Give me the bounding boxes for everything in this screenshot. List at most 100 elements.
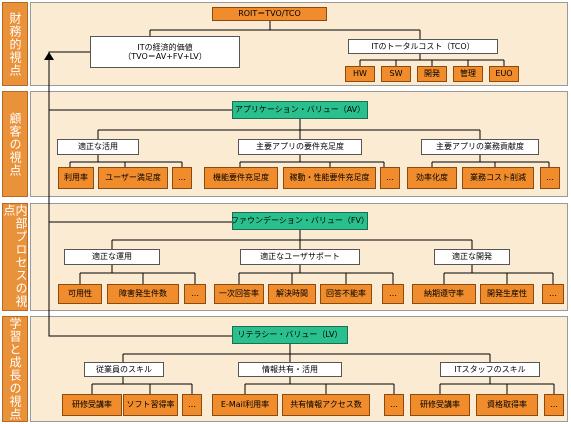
process-item: …	[542, 284, 564, 304]
customer-item: ユーザー満足度	[98, 167, 168, 189]
customer-group-3-label: 主要アプリの業務貢献度	[436, 142, 524, 152]
learning-item: …	[182, 394, 202, 416]
process-item-label: 解決時間	[276, 289, 308, 299]
learning-item-label: 資格取得率	[487, 400, 527, 410]
learning-item-label: …	[188, 400, 196, 410]
customer-item-label: 業務コスト削減	[470, 173, 526, 183]
learning-item: ソフト習得率	[123, 394, 178, 416]
customer-item-label: 利用率	[64, 173, 88, 183]
process-group-1-label: 適正な運用	[92, 252, 132, 262]
learning-group-1: 従業員のスキル	[84, 362, 164, 377]
learning-item: 研修受講率	[62, 394, 122, 416]
cost-hw: HW	[345, 66, 375, 82]
roit-box: ROIT＝TVO/TCO	[212, 7, 327, 21]
learning-item-label: 研修受講率	[420, 400, 460, 410]
sidebar-customer: 顧客の視点	[2, 91, 28, 197]
sidebar-learning: 学習と成長の視点	[2, 316, 28, 422]
fv-box: ファウンデーション・バリュー（FV）	[231, 212, 369, 230]
customer-item-label: 稼動・性能要件充足度	[289, 173, 370, 183]
roit-label: ROIT＝TVO/TCO	[238, 9, 301, 19]
customer-item: 利用率	[58, 167, 94, 189]
process-item: 障害発生件数	[107, 284, 179, 304]
process-item-label: 一次回答率	[219, 289, 259, 299]
process-item-label: 納期遵守率	[424, 289, 464, 299]
learning-item: E-Mail利用率	[212, 394, 278, 416]
cost-sw-label: SW	[389, 69, 403, 79]
customer-group-3: 主要アプリの業務貢献度	[421, 139, 539, 155]
process-item: 納期遵守率	[412, 284, 476, 304]
process-item: 回答不能率	[320, 284, 372, 304]
lv-box: リテラシー・バリュー（LV）	[232, 326, 348, 344]
learning-group-1-label: 従業員のスキル	[96, 364, 152, 374]
sidebar-financial: 財務的視点	[2, 2, 28, 86]
learning-item: 研修受講率	[410, 394, 470, 416]
customer-item-label: …	[178, 173, 186, 183]
av-label: アプリケーション・バリュー（AV）	[234, 105, 366, 115]
sidebar-learning-label: 学習と成長の視点	[8, 317, 22, 421]
tco-box: ITのトータルコスト（TCO）	[348, 39, 498, 54]
tvo-box: ITの経済的価値 （TVO＝AV+FV+LV）	[90, 36, 240, 68]
learning-item-label: 研修受講率	[72, 400, 112, 410]
cost-euo-label: EUO	[495, 69, 513, 79]
cost-mgmt: 管理	[453, 66, 483, 82]
process-item-label: 障害発生件数	[119, 289, 167, 299]
learning-item: 資格取得率	[476, 394, 538, 416]
customer-item-label: ユーザー満足度	[105, 173, 161, 183]
customer-item: …	[172, 167, 192, 189]
sidebar-customer-label: 顧客の視点	[8, 111, 22, 177]
process-group-2-label: 適正なユーザサポート	[260, 252, 340, 262]
lv-label: リテラシー・バリュー（LV）	[237, 330, 343, 340]
learning-group-2: 情報共有・活用	[238, 362, 342, 377]
sidebar-process-label: 内部プロセスの視点	[2, 204, 28, 308]
learning-group-2-label: 情報共有・活用	[262, 364, 318, 374]
customer-item: 業務コスト削減	[462, 167, 534, 189]
process-item-label: …	[549, 289, 557, 299]
process-item-label: 可用性	[68, 289, 92, 299]
process-group-3-label: 適正な開発	[452, 252, 492, 262]
process-group-2: 適正なユーザサポート	[240, 249, 360, 265]
customer-group-2: 主要アプリの要件充足度	[238, 139, 362, 155]
learning-item: …	[544, 394, 564, 416]
learning-item: …	[384, 394, 404, 416]
process-item-label: 回答不能率	[326, 289, 366, 299]
sidebar-process: 内部プロセスの視点	[2, 203, 28, 311]
tvo-label: ITの経済的価値 （TVO＝AV+FV+LV）	[123, 42, 207, 61]
cost-dev: 開発	[417, 66, 447, 82]
cost-sw: SW	[381, 66, 411, 82]
cost-dev-label: 開発	[424, 69, 440, 79]
cost-euo: EUO	[489, 66, 519, 82]
process-item: 開発生産性	[480, 284, 534, 304]
process-item: 一次回答率	[214, 284, 264, 304]
process-item-label: …	[389, 289, 397, 299]
learning-item-label: ソフト習得率	[126, 400, 175, 410]
customer-item: 効率化度	[407, 167, 457, 189]
customer-item-label: 機能要件充足度	[213, 173, 269, 183]
cost-hw-label: HW	[353, 69, 367, 79]
customer-item: 機能要件充足度	[204, 167, 278, 189]
process-item-label: 開発生産性	[487, 289, 527, 299]
customer-group-1-label: 適正な活用	[78, 142, 118, 152]
tco-label: ITのトータルコスト（TCO）	[371, 41, 475, 51]
process-item: 可用性	[58, 284, 102, 304]
fv-label: ファウンデーション・バリュー（FV）	[231, 216, 369, 226]
learning-item-label: 共有情報アクセス数	[290, 400, 362, 410]
av-box: アプリケーション・バリュー（AV）	[232, 101, 368, 119]
customer-item-label: …	[386, 173, 394, 183]
process-item: …	[184, 284, 206, 304]
customer-group-2-label: 主要アプリの要件充足度	[256, 142, 344, 152]
customer-group-1: 適正な活用	[57, 139, 139, 155]
learning-group-3: ITスタッフのスキル	[440, 362, 540, 377]
learning-item-label: …	[390, 400, 398, 410]
process-item-label: …	[191, 289, 199, 299]
learning-group-3-label: ITスタッフのスキル	[454, 364, 526, 374]
sidebar-financial-label: 財務的視点	[8, 11, 22, 77]
customer-item: …	[380, 167, 400, 189]
customer-item: …	[540, 167, 560, 189]
learning-item: 共有情報アクセス数	[282, 394, 370, 416]
process-group-3: 適正な開発	[434, 249, 510, 265]
learning-item-label: E-Mail利用率	[220, 400, 270, 410]
customer-item-label: …	[546, 173, 554, 183]
process-group-1: 適正な運用	[64, 249, 160, 265]
customer-item-label: 効率化度	[416, 173, 448, 183]
